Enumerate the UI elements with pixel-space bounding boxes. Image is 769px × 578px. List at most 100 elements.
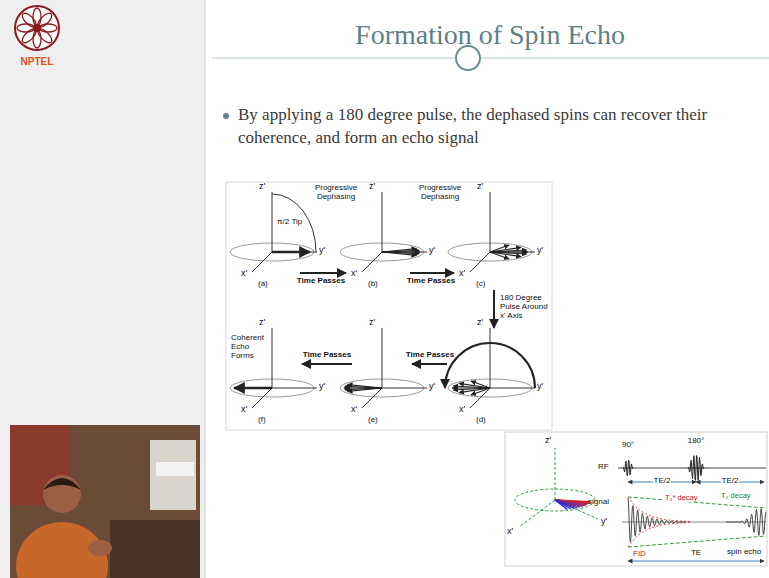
time-arrow <box>302 363 352 365</box>
slide-panel <box>205 0 769 578</box>
rf-pulse <box>623 460 633 476</box>
spin-vector <box>555 500 571 509</box>
pulse-arrow <box>493 290 495 328</box>
axis-label: y' <box>601 517 607 527</box>
presenter-video <box>10 425 200 578</box>
axis-label: z' <box>477 182 483 192</box>
axis-label: x' <box>241 405 247 415</box>
z-axis <box>272 192 273 252</box>
step-label: Time Passes <box>303 351 351 360</box>
pulse-label: 180° <box>688 437 705 446</box>
spin-vector <box>272 251 310 253</box>
time-arrow <box>410 272 454 274</box>
x-axis <box>252 388 272 408</box>
step-label: Progressive Dephasing <box>308 184 364 202</box>
axis-label: y' <box>429 246 435 256</box>
y-axis <box>490 388 535 389</box>
axis-label: z' <box>545 436 551 446</box>
signal-label: FID <box>633 550 646 559</box>
axis-label: y' <box>429 382 435 392</box>
figure-frame <box>226 182 552 430</box>
magnetization-panel <box>448 192 535 272</box>
y-axis <box>382 388 427 389</box>
interval-label: TE <box>690 549 702 558</box>
spin-vector <box>555 500 567 509</box>
axis-label: x' <box>459 405 465 415</box>
spin-vector <box>490 252 509 259</box>
bullet-dot <box>223 113 229 119</box>
magnetization-panel <box>230 192 317 272</box>
time-arrow <box>412 363 447 365</box>
spin-vector <box>555 500 574 508</box>
tip-label: π/2 Tip <box>277 218 302 227</box>
axis-label: y' <box>319 382 325 392</box>
x-axis <box>470 252 490 272</box>
axis-label: x' <box>507 527 513 537</box>
spin-vector <box>234 387 272 389</box>
step-label: Coherent Echo Forms <box>231 334 269 360</box>
pulse-label: 90° <box>622 441 634 450</box>
axis-label: z' <box>477 318 483 328</box>
title-rule <box>212 57 769 58</box>
panel-letter: (d) <box>476 416 486 425</box>
panel-letter: (f) <box>258 416 266 425</box>
tip-arc <box>272 194 316 252</box>
step-label: Time Passes <box>297 277 345 286</box>
magnetization-panel <box>340 192 427 272</box>
interval-arrow <box>628 561 764 562</box>
z-axis <box>490 192 491 252</box>
axis-label: z' <box>259 182 265 192</box>
x-axis <box>362 252 382 272</box>
t2-envelope <box>628 536 766 547</box>
spin-vector <box>471 381 490 388</box>
bullet-text: By applying a 180 degree pulse, the deph… <box>238 104 763 150</box>
t2star-envelope <box>628 523 690 547</box>
nptel-logo <box>15 6 59 50</box>
axis-label: z' <box>369 182 375 192</box>
panel-letter: (b) <box>368 280 378 289</box>
spin-vector <box>490 252 521 257</box>
flip-arc <box>445 343 535 388</box>
spin-vector <box>459 383 490 388</box>
axis-label: x' <box>459 269 465 279</box>
magnetization-panel <box>340 328 427 408</box>
magnetization-panel <box>445 328 535 408</box>
interval-label: TE/2 <box>653 477 672 486</box>
axis-label: y' <box>537 382 543 392</box>
z-axis <box>382 328 383 388</box>
step-label: Progressive Dephasing <box>412 184 468 202</box>
dephasing-figure <box>515 448 598 527</box>
axis-label: x' <box>351 269 357 279</box>
step-label: 180 Degree Pulse Around x' Axis <box>500 294 548 320</box>
sidebar <box>0 0 205 578</box>
time-arrow <box>300 272 346 274</box>
magnetization-panel <box>230 328 317 408</box>
z-axis <box>490 328 491 388</box>
spin-vector <box>382 252 416 255</box>
axis-label: z' <box>369 318 375 328</box>
decay-label: T₂* decay <box>664 494 699 502</box>
logo-text: NPTEL <box>21 56 54 67</box>
signal-name: RF <box>598 463 609 472</box>
slide-border <box>205 0 206 578</box>
z-axis <box>272 328 273 388</box>
signal-label: spin echo <box>726 548 762 557</box>
fid-signal <box>628 498 686 542</box>
rf-pulse <box>688 456 704 481</box>
axis-label: x' <box>351 405 357 415</box>
y-axis <box>272 388 317 389</box>
step-label: Time Passes <box>407 277 455 286</box>
echo-signal <box>726 509 766 536</box>
panel-letter: (c) <box>476 280 485 289</box>
interval-label: TE/2 <box>721 477 740 486</box>
x-axis <box>362 388 382 408</box>
panel-letter: (e) <box>368 416 378 425</box>
axis-label: z' <box>259 318 265 328</box>
figure-frame <box>505 432 767 566</box>
decay-label: T₂ decay <box>720 492 752 500</box>
panel-letter: (a) <box>258 280 268 289</box>
signal-name: signal <box>588 498 609 507</box>
x-axis <box>252 252 272 272</box>
